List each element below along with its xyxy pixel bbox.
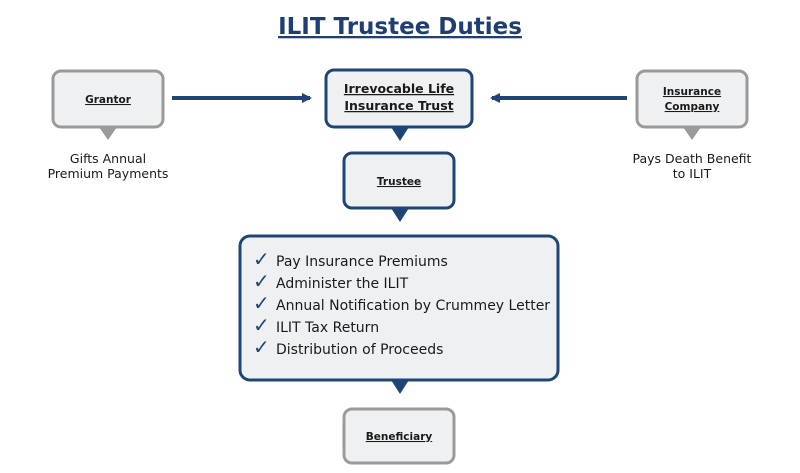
page-title: ILIT Trustee Duties (278, 14, 522, 40)
trustee-label: Trustee (377, 176, 421, 188)
checkmark-icon: ✓ (253, 269, 270, 293)
beneficiary-label: Beneficiary (366, 431, 433, 443)
duties-box: ✓ Pay Insurance Premiums ✓ Administer th… (238, 234, 560, 394)
duty-item-4: ILIT Tax Return (276, 320, 379, 336)
beneficiary-node: Beneficiary (342, 407, 456, 465)
insurer-node: Insurance Company (635, 69, 749, 140)
trust-label-line1: Irrevocable Life (344, 81, 454, 96)
grantor-note-line2: Premium Payments (48, 166, 169, 181)
insurer-label-line2: Company (665, 101, 720, 113)
duty-item-5: Distribution of Proceeds (276, 342, 443, 358)
grantor-note-line1: Gifts Annual (70, 151, 146, 166)
duty-item-2: Administer the ILIT (276, 276, 409, 292)
checkmark-icon: ✓ (253, 313, 270, 337)
duty-item-1: Pay Insurance Premiums (276, 254, 448, 270)
insurer-note-line1: Pays Death Benefit (633, 151, 752, 166)
trustee-node: Trustee (342, 151, 456, 222)
trust-label-line2: Insurance Trust (344, 98, 453, 113)
checkmark-icon: ✓ (253, 247, 270, 271)
insurer-label-line1: Insurance (663, 86, 721, 98)
checkmark-icon: ✓ (253, 291, 270, 315)
duty-item-3: Annual Notification by Crummey Letter (276, 298, 550, 314)
trust-node: Irrevocable Life Insurance Trust (324, 68, 474, 141)
grantor-label: Grantor (85, 94, 132, 106)
checkmark-icon: ✓ (253, 335, 270, 359)
insurer-note-line2: to ILIT (673, 166, 712, 181)
grantor-node: Grantor (51, 69, 165, 140)
